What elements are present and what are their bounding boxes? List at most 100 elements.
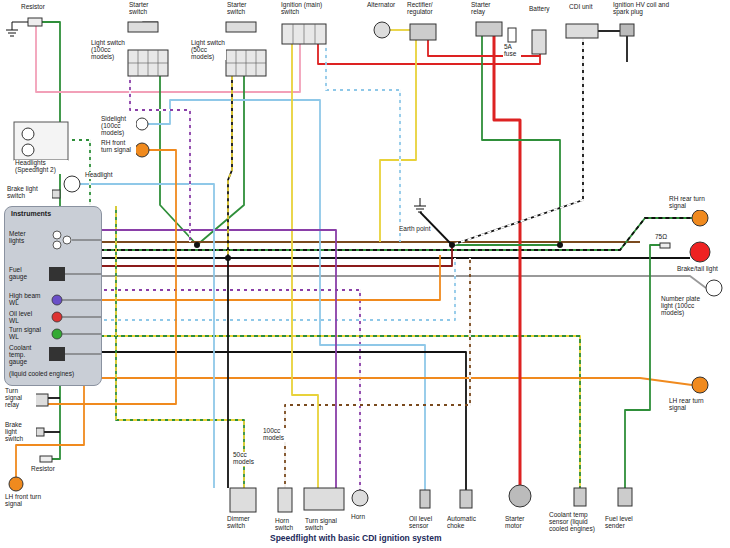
grid-line <box>315 24 316 44</box>
component-label: Light switch (50cc models) <box>190 40 226 60</box>
wire-tracer <box>100 218 692 250</box>
component-label: Turn signal relay <box>4 388 36 408</box>
component-label: Headlights (Speedfight 2) <box>14 160 68 174</box>
wire <box>48 397 60 399</box>
grid-line <box>226 63 266 64</box>
bulb-symbol <box>22 144 34 156</box>
instrument-label: Fuel gauge <box>9 267 39 281</box>
junction-dot <box>225 255 231 261</box>
component-label: Brake light switch <box>4 422 36 442</box>
wire <box>100 218 692 250</box>
relay-symbol <box>476 22 502 36</box>
meter-bulb <box>53 241 61 249</box>
wire <box>160 76 197 245</box>
regulator-symbol <box>410 24 436 40</box>
panel-wire <box>65 274 101 275</box>
instrument-label: Turn signal WL <box>9 327 43 341</box>
bulb-symbol <box>692 377 708 393</box>
earth-symbol <box>414 206 426 207</box>
wire <box>292 44 318 488</box>
coolant-gauge-symbol <box>49 347 65 361</box>
panel-wire <box>62 317 101 318</box>
wire <box>380 40 416 242</box>
component-label: Alternator <box>366 2 396 9</box>
wire <box>100 276 706 288</box>
switch-symbol <box>278 488 292 512</box>
wire <box>285 258 470 488</box>
component-label: Dimmer switch <box>226 516 258 530</box>
instrument-label: (liquid cooled engines) <box>9 371 74 378</box>
instrument-label: Coolant temp. gauge <box>9 345 43 365</box>
resistor-symbol <box>40 456 52 462</box>
spark-plug <box>626 36 628 62</box>
wire <box>326 44 400 242</box>
switch-grid <box>282 24 326 44</box>
earth-symbol <box>10 36 14 37</box>
junction-dot <box>557 242 563 248</box>
wire <box>36 26 300 92</box>
wire <box>494 36 520 485</box>
instrument-label: High beam WL <box>9 293 43 307</box>
earth-symbol <box>420 198 421 206</box>
component-label: Starter switch <box>226 2 262 16</box>
fuse-symbol <box>508 28 516 42</box>
junction-dot <box>449 242 455 248</box>
meter-bulb <box>53 231 61 239</box>
bulb-symbol <box>22 128 34 140</box>
component-label: Coolant temp sensor (liquid cooled engin… <box>548 512 600 532</box>
caption: Speedflight with basic CDI ignition syst… <box>268 533 443 543</box>
component-label: Horn <box>350 514 366 521</box>
wire-tracer <box>116 206 244 488</box>
wire <box>130 76 190 242</box>
instrument-label: Oil level WL <box>9 311 43 325</box>
wire <box>227 258 229 488</box>
component-label: Brake light switch <box>6 186 52 200</box>
wire <box>452 38 583 245</box>
switch-symbol <box>230 488 256 512</box>
wire <box>100 352 466 490</box>
wire <box>598 30 620 32</box>
warning-light <box>52 312 62 322</box>
component-label: Earth point <box>398 226 431 233</box>
component-label: Rectifier/ regulator <box>406 2 448 16</box>
component-label: Resistor <box>30 466 56 473</box>
component-label: Starter motor <box>504 516 536 530</box>
bulb-symbol <box>9 477 23 491</box>
motor-symbol <box>509 485 531 507</box>
component-label: Brake/tail light <box>676 266 719 273</box>
component-label: CDI unit <box>568 4 593 11</box>
resistor-symbol <box>660 243 670 248</box>
panel-wire <box>72 240 101 241</box>
grid-line <box>128 63 168 64</box>
wire <box>116 206 244 488</box>
component-label: Light switch (100cc models) <box>90 40 126 60</box>
wire <box>100 258 455 320</box>
earth-wire <box>12 22 28 23</box>
wire <box>100 378 692 385</box>
sensor-symbol <box>420 490 430 508</box>
wire <box>428 40 540 56</box>
component-label: Horn switch <box>274 518 302 532</box>
wire-tracer <box>130 76 190 242</box>
component-label: Resistor <box>20 4 46 11</box>
component-label: Fuel level sender <box>604 516 642 530</box>
wire <box>44 431 60 433</box>
headlight-housing <box>14 122 68 160</box>
panel-wire <box>62 334 101 335</box>
wire <box>100 336 580 488</box>
grid-line <box>304 24 305 44</box>
earth-symbol <box>418 212 422 213</box>
switch-grid <box>226 50 266 76</box>
component-label: Turn signal switch <box>304 518 340 532</box>
grid-line <box>293 24 294 44</box>
wire-tracer <box>100 258 455 320</box>
component-label: Oil level sensor <box>408 516 440 530</box>
switch-symbol <box>304 488 344 510</box>
cdi-symbol <box>566 24 598 38</box>
component-label: Starter relay <box>470 2 502 16</box>
bulb-symbol <box>135 143 149 157</box>
panel-wire <box>65 354 101 355</box>
wire <box>625 245 670 488</box>
